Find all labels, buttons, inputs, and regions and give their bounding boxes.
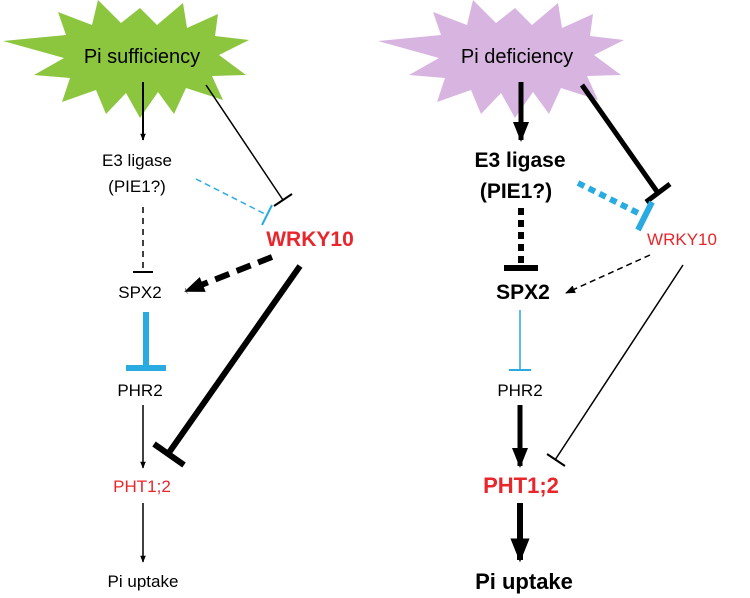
pht12-label-bold: PHT1;2 — [483, 473, 559, 498]
inhibit-bar-wrky10-top — [273, 193, 293, 207]
pi-sufficiency-burst — [3, 0, 249, 118]
phr2-label-right: PHR2 — [497, 381, 542, 400]
inhibit-bar-wrky10-thick — [644, 182, 672, 204]
inhibit-e3-to-wrky10-blue-dashed — [576, 180, 646, 219]
wrky10-label: WRKY10 — [266, 228, 354, 251]
inhibit-wrky10-to-pht12-thin — [554, 264, 684, 461]
inhibit-bar-pht12-thin — [546, 453, 566, 467]
inhibit-deficiency-to-wrky10 — [579, 83, 661, 195]
pi-sufficiency-label: Pi sufficiency — [84, 46, 200, 68]
inhibit-wrky10-to-pht12 — [165, 264, 303, 456]
pie1-label: (PIE1?) — [108, 177, 166, 196]
inhibit-bar-pht12-thick — [152, 441, 186, 468]
inhibit-e3-to-wrky10-dashed — [195, 178, 268, 216]
phr2-label: PHR2 — [117, 381, 162, 400]
wrky10-label-regular: WRKY10 — [647, 230, 717, 249]
pi-deficiency-burst — [378, 0, 624, 118]
pi-deficiency-label: Pi deficiency — [461, 46, 573, 68]
pi-uptake-label: Pi uptake — [108, 572, 179, 591]
inhibit-bar-wrky10-blue-thick — [635, 200, 655, 232]
arrow-wrky10-to-spx2-dashed — [565, 254, 651, 294]
spx2-label: SPX2 — [118, 283, 161, 302]
pi-uptake-label-bold: Pi uptake — [475, 569, 573, 594]
pht12-label: PHT1;2 — [113, 477, 171, 496]
inhibit-sufficiency-to-wrky10 — [205, 84, 284, 201]
pie1-label-bold: (PIE1?) — [480, 180, 552, 203]
arrow-wrky10-to-spx2-dashed — [184, 254, 274, 294]
spx2-label-bold: SPX2 — [496, 281, 550, 304]
left-panel: Pi sufficiency E3 ligase (PIE1?) WRKY10 … — [3, 0, 354, 591]
inhibit-bar-wrky10-blue — [261, 204, 273, 226]
e3-ligase-label: E3 ligase — [102, 151, 172, 170]
e3-ligase-label-bold: E3 ligase — [474, 149, 565, 172]
right-panel: Pi deficiency E3 ligase (PIE1?) WRKY10 S… — [378, 0, 717, 594]
